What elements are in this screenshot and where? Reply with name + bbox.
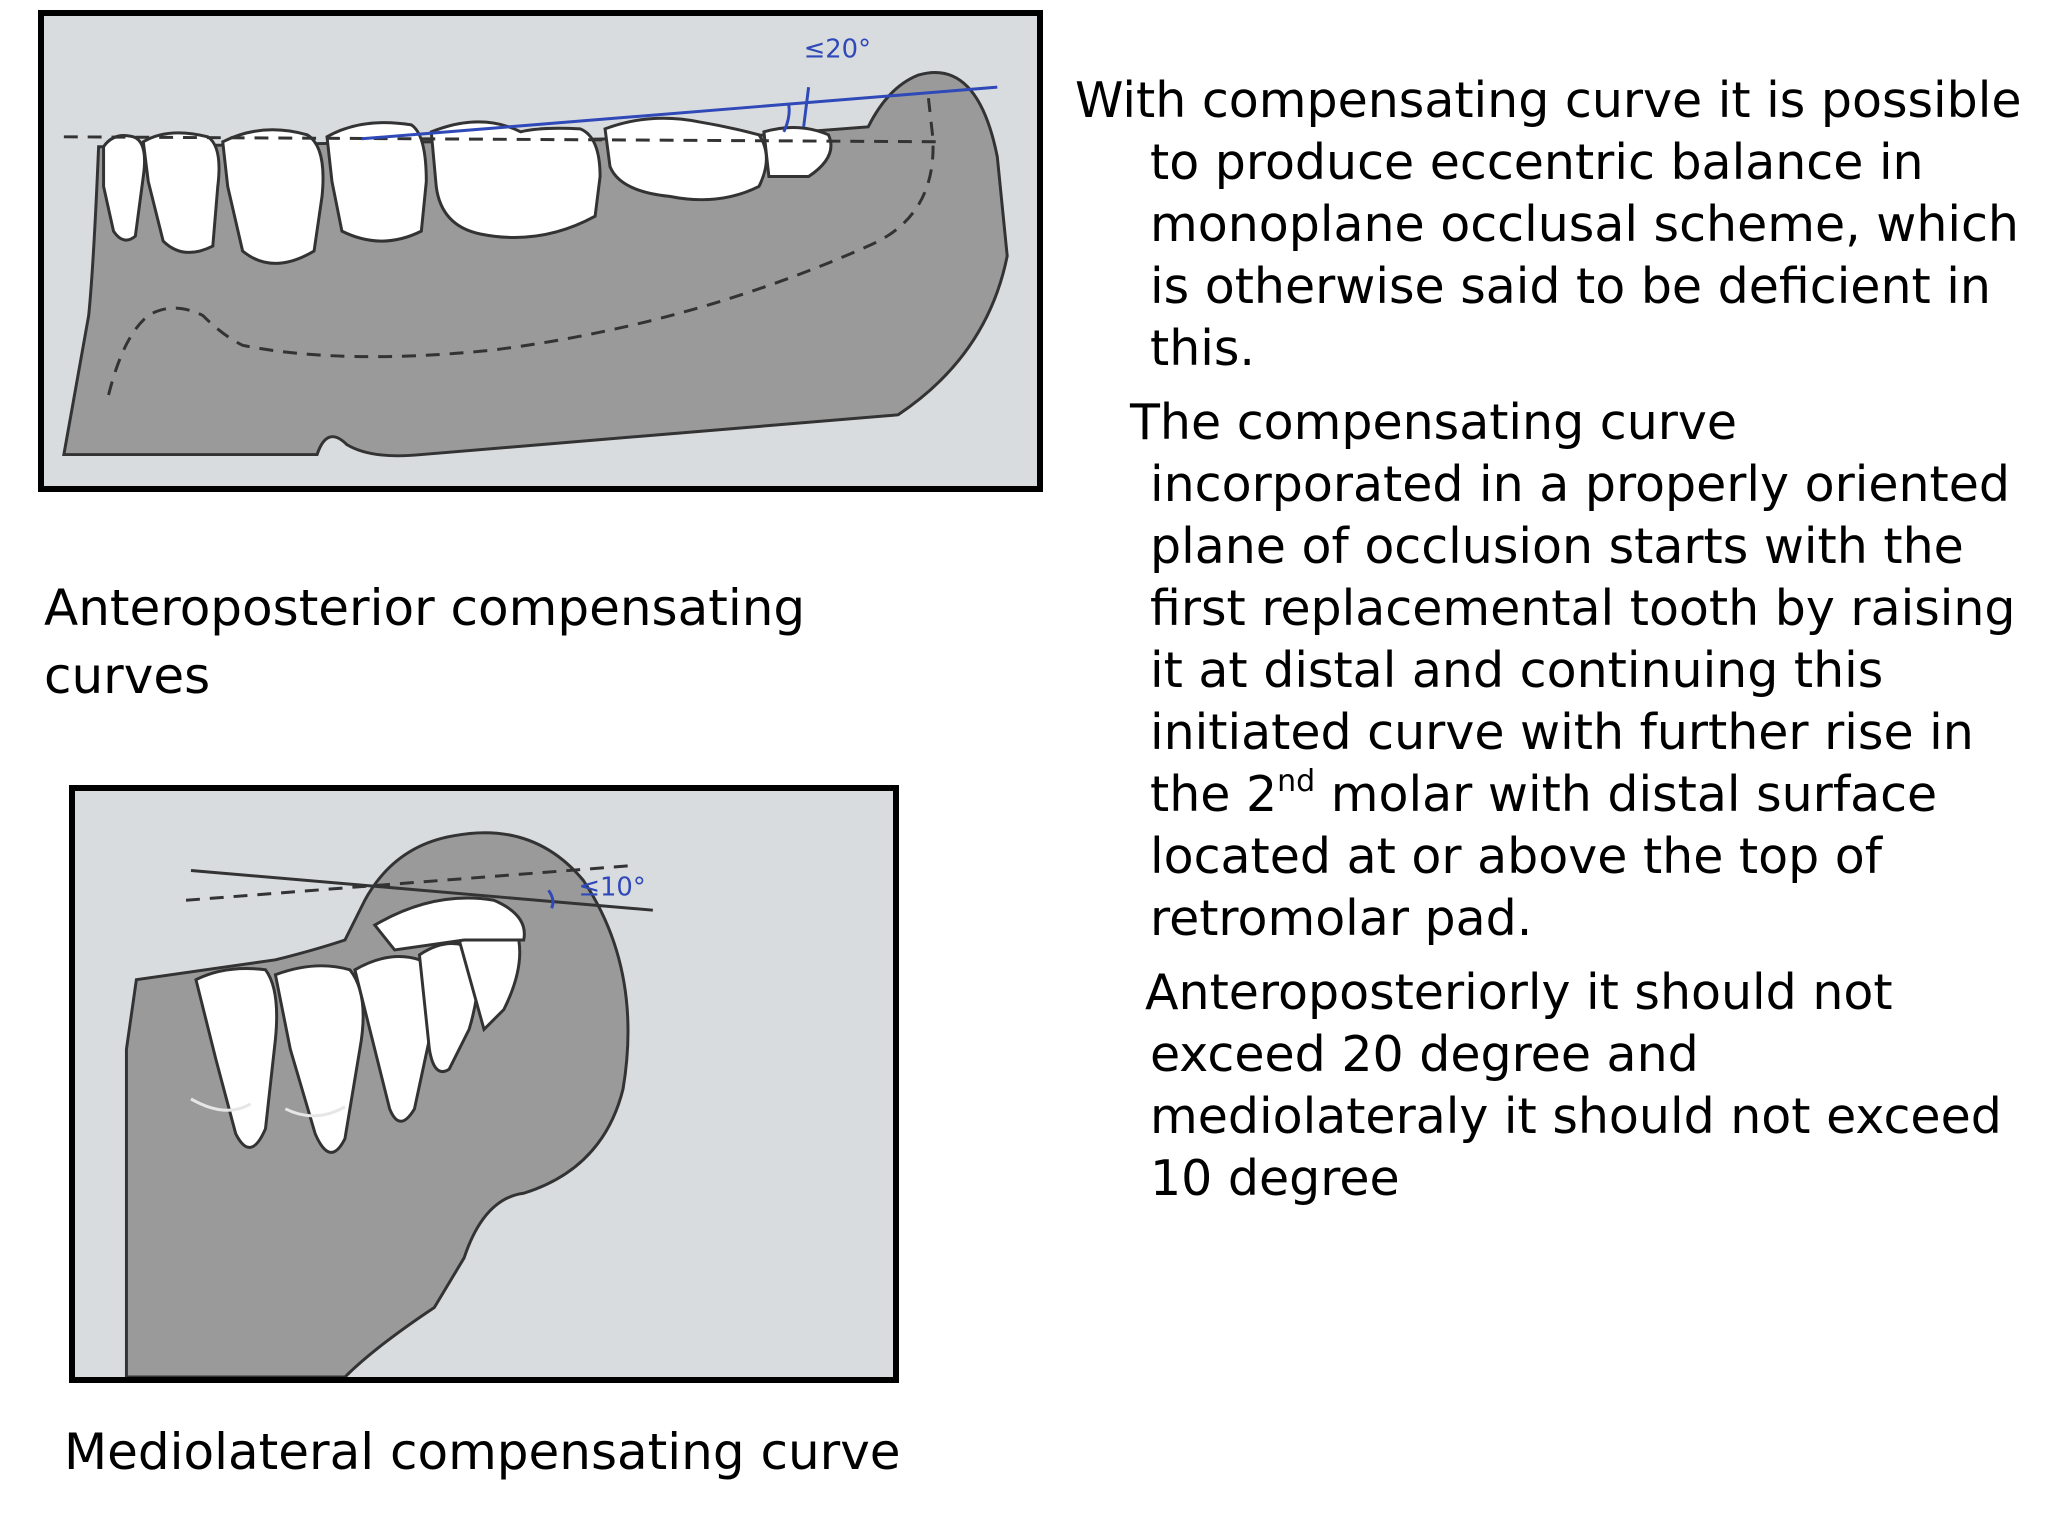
paragraph-curve-orientation-part2: molar with distal surface located at or … [1150,766,1938,947]
mediolateral-curve-figure: ≤10° [69,785,899,1383]
paragraph-eccentric-balance: With compensating curve it is possible t… [1075,72,2022,377]
angle-label-20: ≤20° [804,34,871,64]
explanation-text: With compensating curve it is possible t… [1070,70,2030,1222]
paragraph-curve-orientation-part1: The compensating curve incorporated in a… [1130,394,2016,823]
anteroposterior-caption: Anteroposterior compensating curves [44,579,806,705]
angle-label-10: ≤10° [578,872,645,902]
mediolateral-curve-illustration: ≤10° [76,791,892,1377]
anteroposterior-curve-figure: ≤20° [38,10,1043,492]
anteroposterior-curve-illustration: ≤20° [44,17,1037,485]
teeth-row [102,116,833,265]
paragraph-curve-orientation: The compensating curve incorporated in a… [1070,392,2030,950]
mediolateral-caption: Mediolateral compensating curve [64,1423,901,1481]
teeth-row [194,896,526,1154]
ordinal-suffix: nd [1277,764,1316,799]
paragraph-degree-limits: Anteroposteriorly it should not exceed 2… [1145,964,2002,1207]
